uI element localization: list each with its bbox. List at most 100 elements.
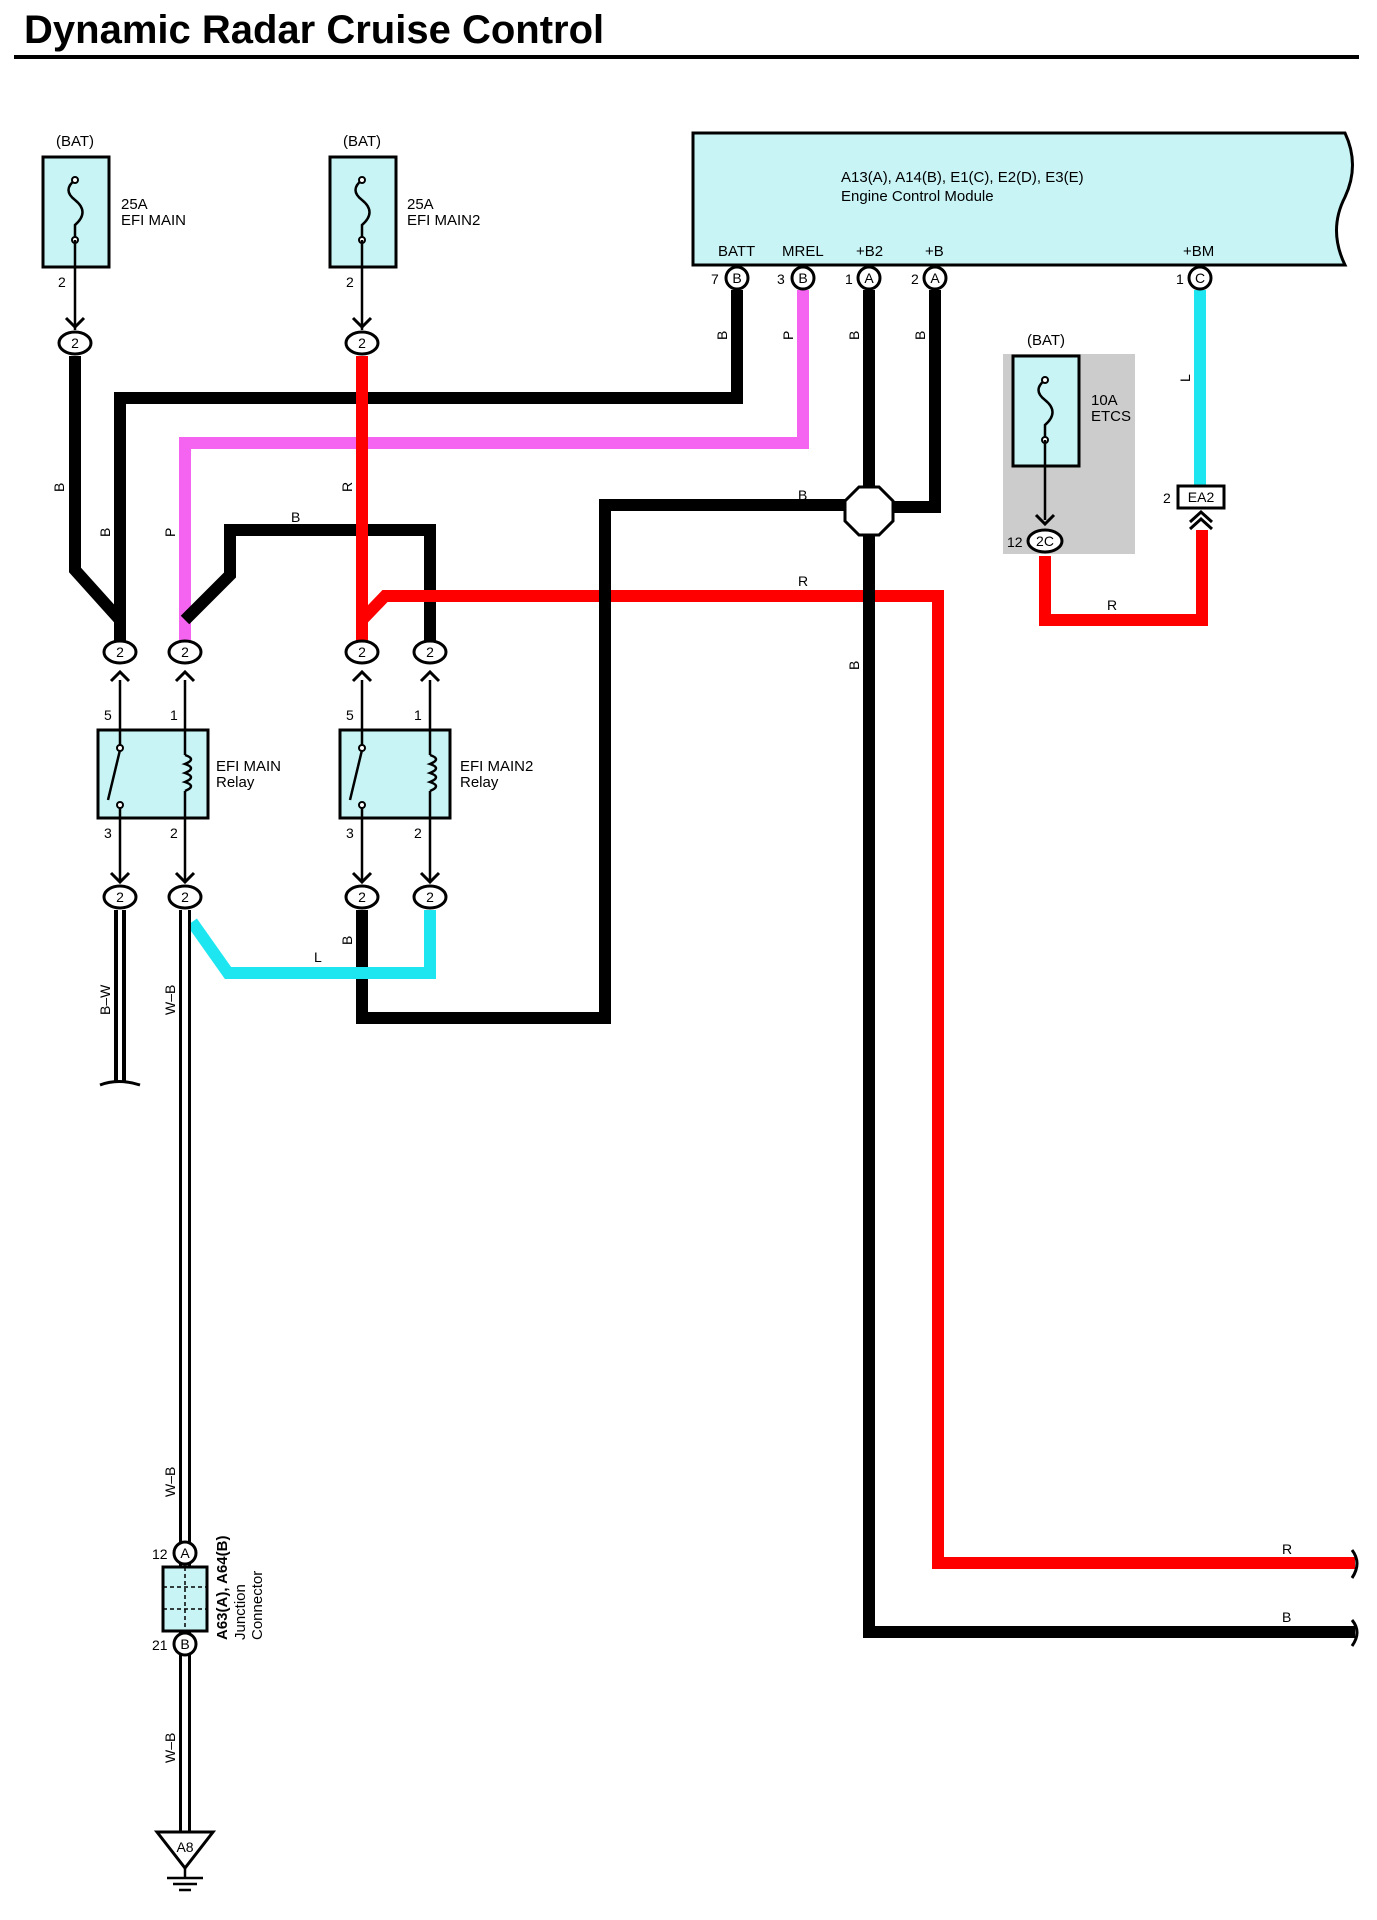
conn-fuse2: 2 — [344, 316, 380, 356]
ecm-pins: 7 B 3 B 1 A 2 A 1 C — [711, 265, 1213, 291]
svg-text:12: 12 — [1007, 534, 1023, 550]
relay-efi-main2-pin-2: 2 — [414, 825, 422, 841]
wire-relay-coil-b — [180, 524, 436, 650]
wire-mrel-p — [179, 290, 809, 650]
svg-text:7: 7 — [711, 271, 719, 287]
svg-text:B: B — [339, 936, 355, 945]
conn-r2-br: 2 — [412, 871, 448, 910]
wires — [69, 290, 1359, 1860]
relay-efi-main2-type: Relay — [460, 774, 499, 791]
relay-efi-main2-pin-1: 1 — [414, 707, 422, 723]
conn-r1-tl: 2 — [102, 639, 138, 683]
svg-text:A8: A8 — [176, 1839, 193, 1855]
svg-text:B: B — [291, 509, 300, 525]
ecm-name: Engine Control Module — [841, 188, 994, 205]
wire-splice-relay2-b — [356, 499, 869, 1024]
svg-text:A: A — [180, 1545, 190, 1561]
svg-text:R: R — [1107, 597, 1117, 613]
engine-control-module: A13(A), A14(B), E1(C), E2(D), E3(E) Engi… — [691, 131, 1354, 267]
wire-b2-b — [863, 290, 1355, 1638]
conn-r2-tl: 2 — [344, 639, 380, 683]
ground-a8: A8 — [153, 1830, 217, 1892]
fuse-efi-main-name: EFI MAIN — [121, 212, 186, 229]
ecm-terminal-batt: BATT — [718, 243, 755, 260]
ecm-pin-batt: 7 B — [711, 265, 750, 291]
wire-batt-b — [114, 290, 743, 650]
splice-point — [843, 485, 895, 537]
ecm-pin-b: 2 A — [911, 265, 948, 291]
conn-r1-br: 2 — [167, 871, 203, 910]
svg-text:B–W: B–W — [97, 984, 113, 1015]
relay-efi-main-pin-2: 2 — [170, 825, 178, 841]
svg-text:12: 12 — [152, 1546, 168, 1562]
connector-ovals: 2 2 2 2 2 2 2 2 2 2 12 2C — [57, 316, 1064, 910]
connector-ea2: 2 EA2 — [1163, 484, 1226, 531]
svg-text:2: 2 — [358, 644, 366, 660]
svg-text:B: B — [912, 331, 928, 340]
svg-text:2: 2 — [426, 644, 434, 660]
fuse-efi-main-rating: 25A — [121, 196, 148, 213]
ecm-pin-mrel: 3 B — [777, 265, 816, 291]
fuse-etcs-name: ETCS — [1091, 408, 1131, 425]
svg-text:R: R — [1282, 1541, 1292, 1557]
svg-text:2: 2 — [358, 889, 366, 905]
conn-etcs-2c: 12 2C — [1007, 513, 1064, 554]
svg-text:W–B: W–B — [162, 1733, 178, 1763]
relay-efi-main: 5 1 3 2 EFI MAIN Relay — [96, 680, 281, 880]
ecm-pin-bm: 1 C — [1176, 265, 1213, 291]
svg-text:B: B — [714, 331, 730, 340]
relay-efi-main2-pin-3: 3 — [346, 825, 354, 841]
relay-efi-main-type: Relay — [216, 774, 255, 791]
svg-text:B: B — [97, 528, 113, 537]
conn-fuse1: 2 — [57, 316, 93, 356]
fuse-etcs-source: (BAT) — [1027, 332, 1065, 349]
svg-text:2: 2 — [181, 644, 189, 660]
ecm-terminal-bm: +BM — [1183, 243, 1214, 260]
ecm-terminal-b2: +B2 — [856, 243, 883, 260]
svg-text:C: C — [1195, 270, 1205, 286]
fuse-efi-main2-name: EFI MAIN2 — [407, 212, 480, 229]
fuse-efi-main-pin: 2 — [58, 274, 66, 290]
svg-text:1: 1 — [1176, 271, 1184, 287]
svg-text:B: B — [798, 270, 807, 286]
wire-l-coil — [187, 910, 436, 979]
svg-text:L: L — [1177, 374, 1193, 382]
title-rule — [14, 55, 1359, 59]
conn-r2-bl: 2 — [344, 871, 380, 910]
relay-efi-main2: 5 1 3 2 EFI MAIN2 Relay — [338, 680, 533, 880]
junction-name: A63(A), A64(B) — [214, 1536, 231, 1640]
svg-text:B: B — [180, 1636, 189, 1652]
fuse-efi-main2-rating: 25A — [407, 196, 434, 213]
wire-r-main — [357, 590, 1355, 1569]
svg-text:R: R — [339, 482, 355, 492]
svg-text:1: 1 — [845, 271, 853, 287]
conn-r1-bl: 2 — [102, 871, 138, 910]
svg-text:P: P — [162, 528, 178, 537]
svg-text:B: B — [846, 661, 862, 670]
relay-efi-main-pin-1: 1 — [170, 707, 178, 723]
fuse-efi-main2-source: (BAT) — [343, 133, 381, 150]
page-title: Dynamic Radar Cruise Control — [24, 8, 605, 52]
fuse-efi-main2-pin: 2 — [346, 274, 354, 290]
fuse-etcs: (BAT) 10A ETCS — [1003, 332, 1135, 554]
svg-text:B: B — [732, 270, 741, 286]
ecm-terminal-b: +B — [925, 243, 944, 260]
svg-text:B: B — [846, 331, 862, 340]
svg-text:Junction: Junction — [232, 1584, 249, 1640]
svg-text:2: 2 — [426, 889, 434, 905]
relay-efi-main-pin-5: 5 — [104, 707, 112, 723]
wire-efi-main-b — [69, 356, 126, 650]
svg-text:B: B — [51, 483, 67, 492]
fuse-efi-main2: (BAT) 25A EFI MAIN2 2 — [328, 133, 480, 330]
svg-text:2: 2 — [116, 644, 124, 660]
wire-labels: B B P R B P B B L B B B B R R L R B B–W … — [51, 331, 1292, 1763]
svg-text:2: 2 — [1163, 490, 1171, 506]
svg-text:A: A — [864, 270, 874, 286]
svg-text:2: 2 — [116, 889, 124, 905]
svg-text:2: 2 — [71, 335, 79, 351]
ecm-terminal-mrel: MREL — [782, 243, 824, 260]
fuse-efi-main-source: (BAT) — [56, 133, 94, 150]
ecm-connectors: A13(A), A14(B), E1(C), E2(D), E3(E) — [841, 169, 1084, 186]
svg-text:2: 2 — [911, 271, 919, 287]
svg-text:P: P — [780, 331, 796, 340]
